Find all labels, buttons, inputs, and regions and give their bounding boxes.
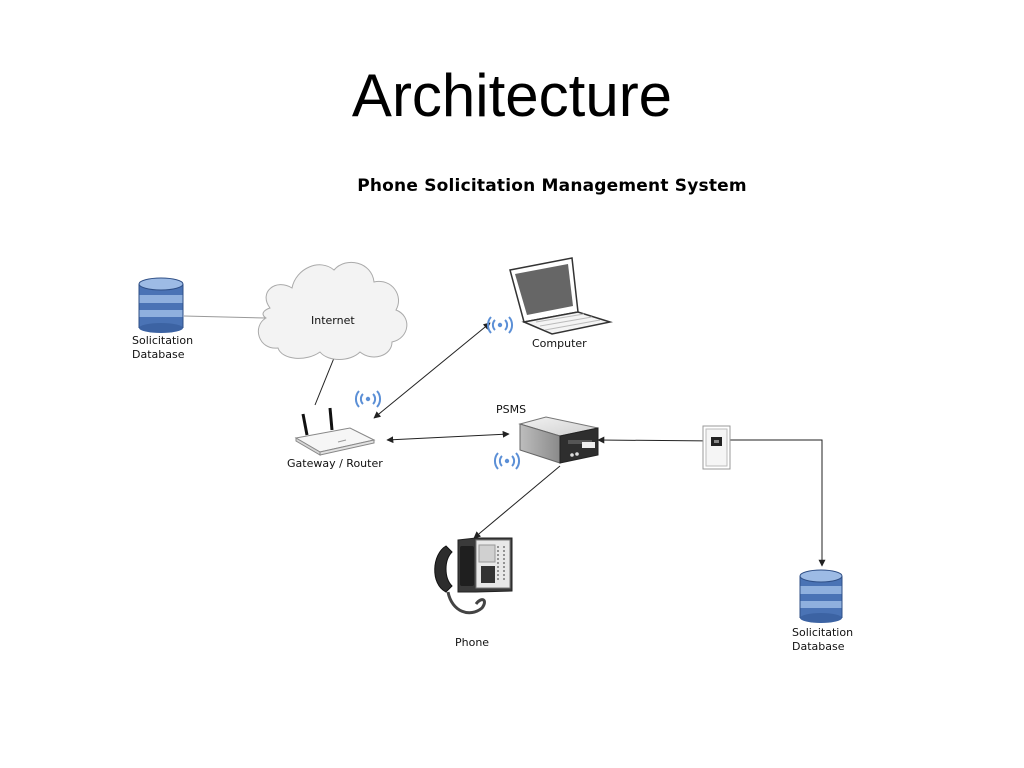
connector-jack-database	[718, 439, 826, 567]
laptop-icon	[509, 257, 613, 335]
desk-phone-icon	[434, 537, 513, 615]
phone-label: Phone	[455, 636, 490, 649]
router-label: Gateway / Router	[287, 457, 383, 470]
db-right-label-line1: Solicitation	[792, 626, 854, 639]
db-left-label-line1: Solicitation	[132, 334, 194, 347]
diagram-title: Phone Solicitation Management System	[357, 176, 747, 196]
phone-jack-icon	[702, 425, 731, 470]
connector-jack-psms	[597, 436, 719, 444]
connector-internet-router	[314, 357, 335, 406]
wireless-icon	[487, 316, 513, 334]
database-icon	[138, 277, 184, 333]
psms-label: PSMS	[496, 403, 527, 416]
router-icon	[294, 407, 376, 456]
db-left-label-line2: Database	[132, 348, 185, 361]
connector-db-internet	[183, 315, 266, 319]
database-icon	[799, 569, 843, 623]
slide-title: Architecture	[351, 62, 673, 129]
connector-psms-phone	[473, 465, 561, 539]
wireless-icon	[494, 452, 520, 470]
db-right-label-line2: Database	[792, 640, 845, 653]
computer-label: Computer	[532, 337, 587, 350]
internet-label: Internet	[311, 314, 355, 327]
server-icon	[518, 416, 599, 464]
connector-router-computer	[373, 322, 491, 419]
cloud-icon	[257, 261, 408, 360]
wireless-icon	[355, 390, 381, 408]
connector-router-psms	[386, 430, 510, 444]
